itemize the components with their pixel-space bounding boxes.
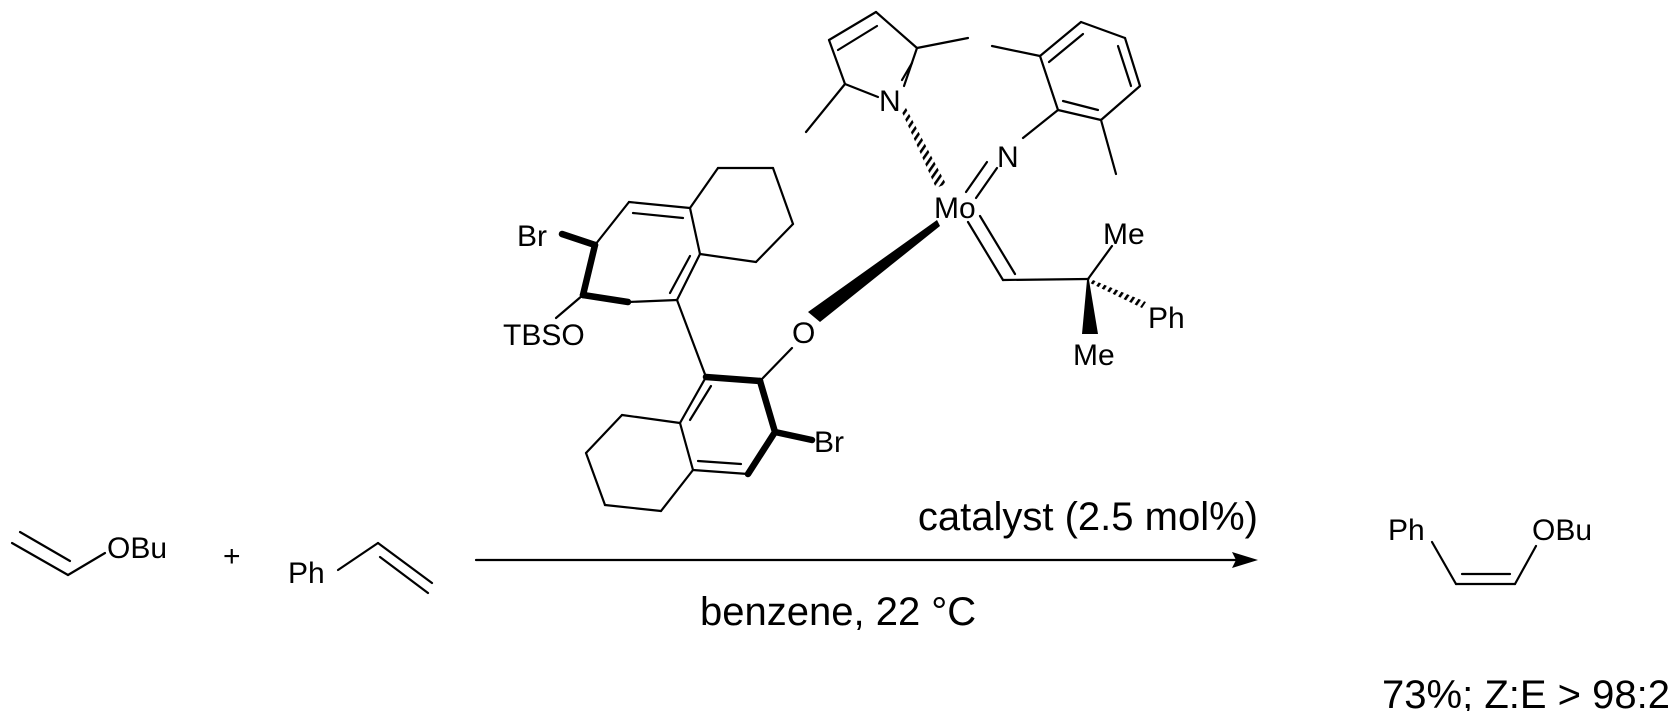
plus-sign: + bbox=[223, 540, 241, 573]
imido-n-label: N bbox=[997, 141, 1019, 174]
mo-atom-label: Mo bbox=[934, 192, 976, 225]
tbso-label: TBSO bbox=[503, 319, 585, 352]
reactant-styrene: Ph bbox=[288, 541, 434, 595]
br-bottom-label: Br bbox=[814, 426, 844, 459]
c-me-wedge-bond bbox=[1082, 280, 1098, 334]
ph-label: Ph bbox=[1148, 302, 1185, 335]
arrow-head bbox=[1232, 552, 1258, 568]
pyrrole-n-label: N bbox=[879, 85, 901, 118]
product-ph-label: Ph bbox=[1388, 514, 1425, 547]
condition-catalyst-loading: catalyst (2.5 mol%) bbox=[918, 495, 1258, 539]
catalyst-structure: Mo N N O Br Br TBSO Me Me Ph bbox=[503, 10, 1185, 513]
me-bottom-label: Me bbox=[1073, 339, 1115, 372]
condition-solvent-temperature: benzene, 22 °C bbox=[700, 590, 976, 634]
yield-selectivity: 73%; Z:E > 98:2 bbox=[1382, 673, 1670, 711]
reactant1-obu-label: OBu bbox=[107, 532, 167, 565]
alkoxide-o-label: O bbox=[792, 317, 815, 350]
reactant-butyl-vinyl-ether: OBu bbox=[10, 530, 167, 577]
mo-o-wedge-bond bbox=[808, 220, 940, 322]
br-top-label: Br bbox=[517, 220, 547, 253]
product-structure: Ph OBu bbox=[1388, 514, 1592, 586]
me-top-label: Me bbox=[1103, 218, 1145, 251]
product-obu-label: OBu bbox=[1532, 514, 1592, 547]
reaction-arrow bbox=[474, 552, 1258, 568]
reactant2-ph-label: Ph bbox=[288, 557, 325, 590]
c-ph-hashed-bond bbox=[1088, 278, 1146, 308]
n-mo-hashed-bond bbox=[901, 108, 946, 188]
